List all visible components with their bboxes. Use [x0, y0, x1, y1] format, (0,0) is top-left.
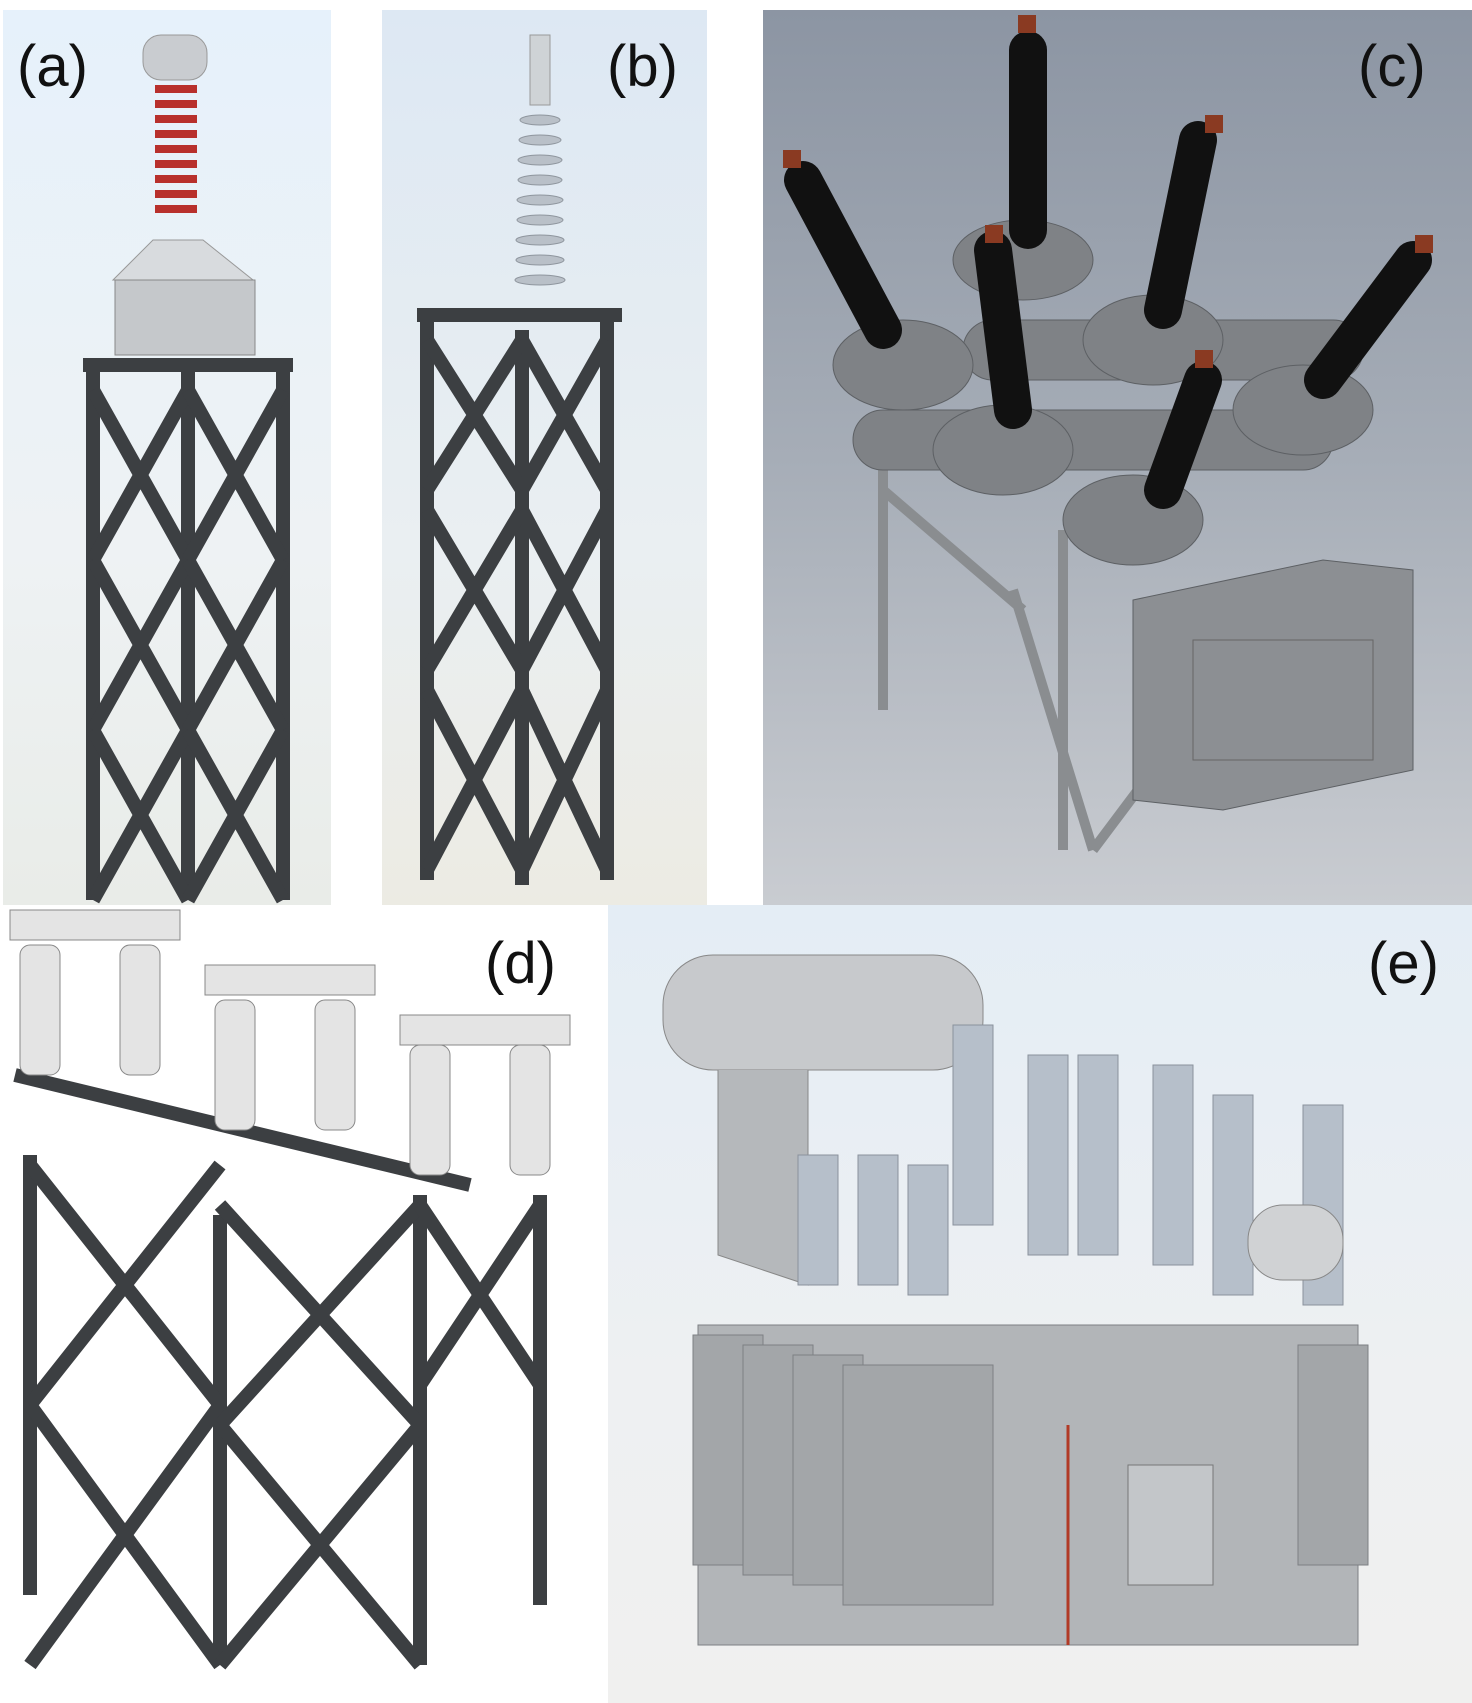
disconnector-render	[9, 909, 571, 1670]
panel-a-instrument-transformer: (a)	[3, 10, 331, 905]
panel-label-c: (c)	[1358, 34, 1426, 99]
panel-label-b: (b)	[607, 34, 678, 99]
panel-b-surge-arrester: (b)	[382, 10, 707, 905]
instrument-transformer-render	[83, 34, 293, 904]
panel-label-a: (a)	[17, 34, 88, 99]
panel-label-e: (e)	[1368, 931, 1439, 996]
panel-c-circuit-breaker: (c)	[763, 10, 1472, 905]
power-transformer-render	[662, 954, 1369, 1646]
panel-e-power-transformer: (e)	[608, 905, 1472, 1703]
panel-d-disconnector: (d)	[0, 905, 600, 1703]
surge-arrester-render	[417, 34, 622, 885]
panel-label-d: (d)	[485, 931, 556, 996]
circuit-breaker-render	[783, 15, 1433, 853]
